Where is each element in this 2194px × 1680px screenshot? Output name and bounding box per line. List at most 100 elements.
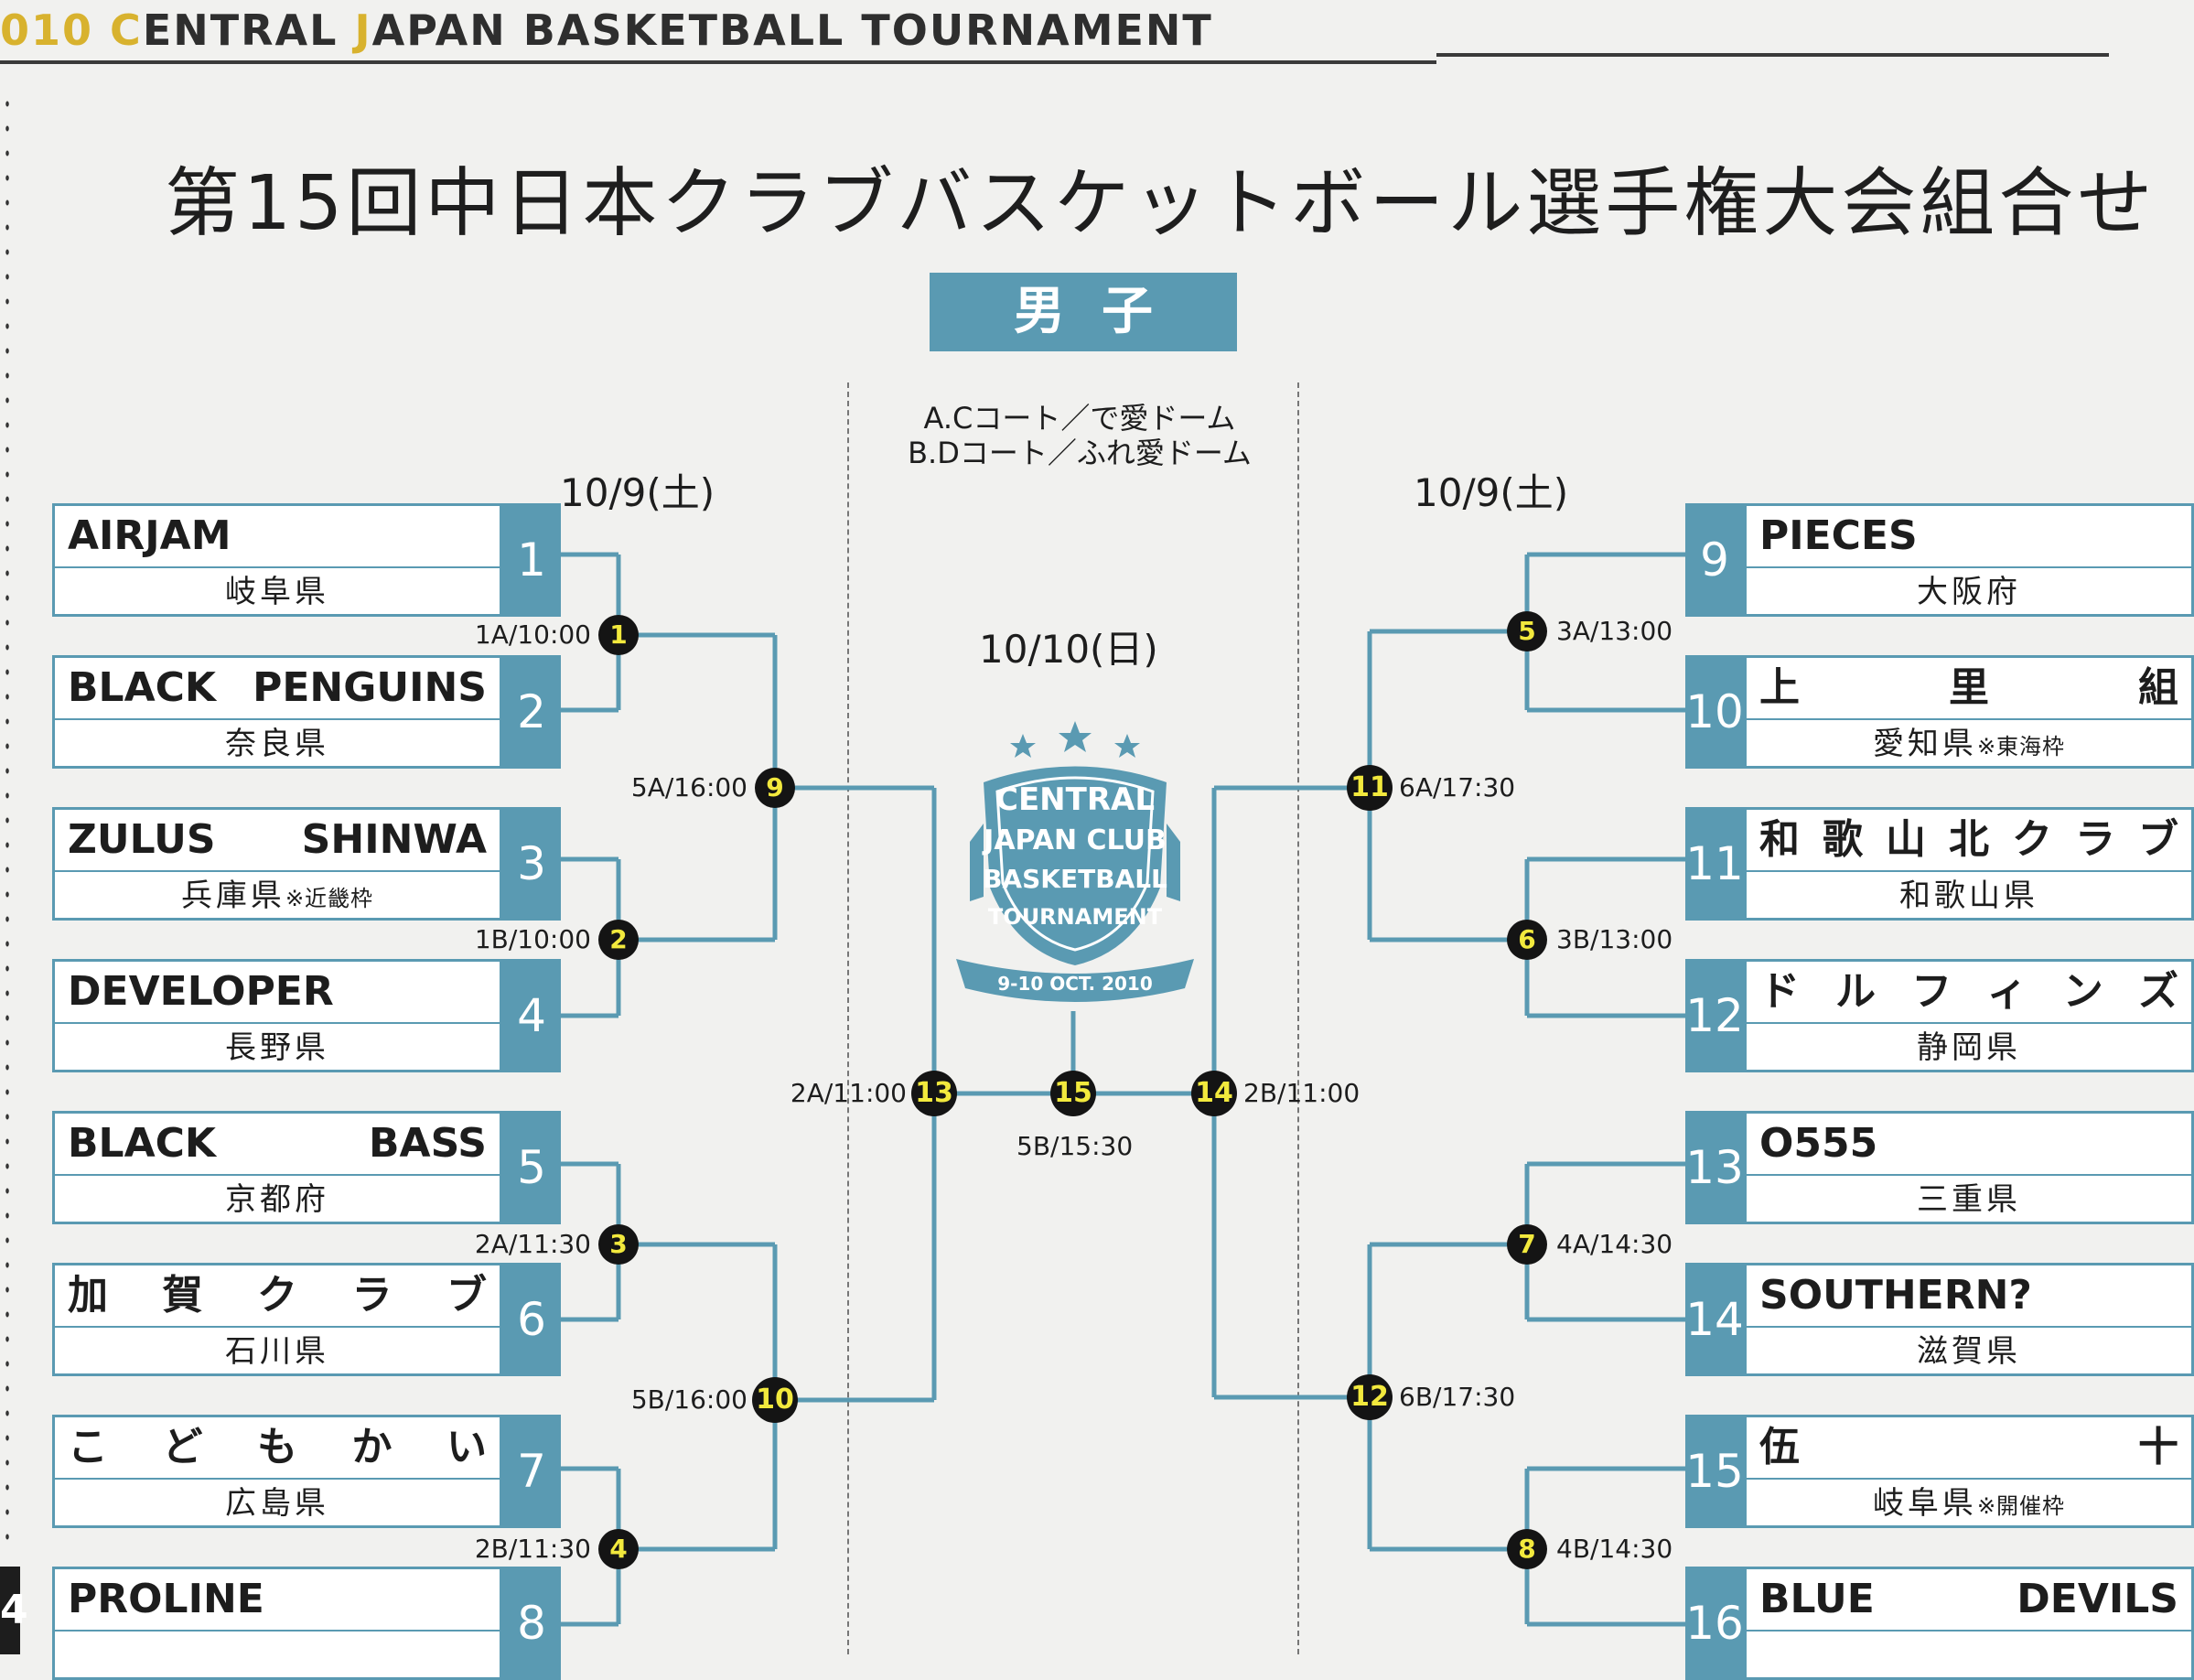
match-time: 3A/13:00 (1556, 616, 1673, 646)
court-info-2: B.Dコート／ふれ愛ドーム (908, 436, 1252, 470)
match-number-badge: 7 (1507, 1224, 1547, 1265)
match-number-badge: 9 (755, 768, 795, 808)
divider-right (1297, 382, 1299, 1654)
tournament-logo: CENTRAL JAPAN CLUB BASKETBALL TOURNAMENT… (956, 721, 1194, 1002)
date-right: 10/9(土) (1414, 470, 1569, 515)
header-post: APAN BASKETBALL TOURNAMENT (371, 5, 1213, 55)
prefecture-text: 長野県 (225, 1029, 329, 1066)
team-name: 上里組 (1759, 664, 2178, 711)
team-entry: BLACK PENGUINS 奈良県 2 (52, 655, 561, 769)
team-panel: BLUE DEVILS (1744, 1567, 2194, 1680)
team-panel: 加賀クラブ石川県 (52, 1263, 502, 1376)
prefecture-text: 三重県 (1917, 1181, 2021, 1218)
team-prefecture: 兵庫県※近畿枠 (55, 872, 500, 920)
match-number-badge: 11 (1347, 765, 1393, 811)
prefecture-text: 大阪府 (1917, 574, 2021, 610)
prefecture-text: 奈良県 (225, 726, 329, 762)
team-prefecture: 石川県 (55, 1328, 500, 1375)
team-entry: BLUE DEVILS 16 (1685, 1567, 2194, 1680)
match-number-badge: 8 (1507, 1529, 1547, 1569)
team-divider (55, 1022, 500, 1024)
prefecture-text: 静岡県 (1917, 1029, 2021, 1066)
margin-dots (0, 92, 15, 1556)
team-divider (1747, 1022, 2191, 1024)
team-prefecture: 長野県 (55, 1024, 500, 1072)
team-prefecture (1747, 1632, 2191, 1679)
page-header: 010 CENTRAL JAPAN BASKETBALL TOURNAMENT (0, 0, 1436, 64)
match-number-badge: 15 (1050, 1071, 1096, 1116)
team-name: PROLINE (68, 1576, 264, 1622)
match-time: 6B/17:30 (1399, 1382, 1516, 1412)
team-divider (1747, 566, 2191, 568)
team-note: ※開催枠 (1976, 1493, 2066, 1519)
team-name: BLUE DEVILS (1759, 1576, 2178, 1622)
team-panel: こどもかい広島県 (52, 1415, 502, 1528)
team-panel: 和歌山北クラブ和歌山県 (1744, 807, 2194, 921)
team-panel: DEVELOPER 長野県 (52, 959, 502, 1072)
logo-star-icon (1114, 734, 1140, 758)
team-seed: 6 (502, 1263, 561, 1376)
prefecture-text: 石川県 (225, 1333, 329, 1370)
team-name: 和歌山北クラブ (1759, 816, 2178, 863)
date-center: 10/10(日) (979, 627, 1158, 672)
team-panel: SOUTHERN? 滋賀県 (1744, 1263, 2194, 1376)
team-panel: PROLINE (52, 1567, 502, 1680)
header-j: J (354, 5, 372, 55)
prefecture-text: 和歌山県 (1899, 878, 2038, 914)
match-time: 1B/10:00 (474, 924, 591, 954)
team-seed: 2 (502, 655, 561, 769)
team-seed: 5 (502, 1111, 561, 1224)
team-panel: 上里組愛知県※東海枠 (1744, 655, 2194, 769)
team-name: SOUTHERN? (1759, 1272, 2032, 1319)
team-divider (55, 1478, 500, 1480)
court-info-1: A.Cコート／で愛ドーム (923, 401, 1236, 436)
team-divider (55, 870, 500, 872)
prefecture-text: 岐阜県 (225, 574, 329, 610)
team-panel: BLACK PENGUINS 奈良県 (52, 655, 502, 769)
team-prefecture: 滋賀県 (1747, 1328, 2191, 1375)
team-divider (55, 1326, 500, 1328)
team-seed: 16 (1685, 1567, 1744, 1680)
team-name: PIECES (1759, 512, 1918, 559)
team-prefecture: 和歌山県 (1747, 872, 2191, 920)
team-prefecture: 大阪府 (1747, 568, 2191, 616)
header-mid: ENTRAL (142, 5, 355, 55)
logo-text-3: BASKETBALL (983, 864, 1167, 894)
team-divider (55, 1630, 500, 1632)
team-seed: 8 (502, 1567, 561, 1680)
team-name: DEVELOPER (68, 968, 334, 1015)
team-seed: 10 (1685, 655, 1744, 769)
team-prefecture: 岐阜県 (55, 568, 500, 616)
team-prefecture (55, 1632, 500, 1679)
team-prefecture: 奈良県 (55, 720, 500, 768)
prefecture-text: 愛知県 (1872, 726, 1977, 762)
team-name: BLACK PENGUINS (68, 664, 487, 711)
team-prefecture: 静岡県 (1747, 1024, 2191, 1072)
team-divider (55, 1174, 500, 1176)
match-time: 3B/13:00 (1556, 924, 1673, 954)
team-seed: 15 (1685, 1415, 1744, 1528)
team-panel: PIECES 大阪府 (1744, 503, 2194, 617)
prefecture-text: 岐阜県 (1872, 1485, 1977, 1522)
match-time: 2A/11:30 (474, 1229, 591, 1259)
logo-ribbon-text: 9-10 OCT. 2010 (997, 973, 1153, 995)
team-seed: 7 (502, 1415, 561, 1528)
team-seed: 14 (1685, 1263, 1744, 1376)
team-divider (1747, 1630, 2191, 1632)
team-name: BLACK BASS (68, 1120, 487, 1167)
team-prefecture: 広島県 (55, 1480, 500, 1527)
team-panel: 伍十岐阜県※開催枠 (1744, 1415, 2194, 1528)
team-seed: 9 (1685, 503, 1744, 617)
team-divider (1747, 1174, 2191, 1176)
match-time: 5B/15:30 (1016, 1131, 1134, 1161)
match-number-badge: 1 (598, 615, 639, 655)
team-note: ※近畿枠 (285, 886, 374, 911)
